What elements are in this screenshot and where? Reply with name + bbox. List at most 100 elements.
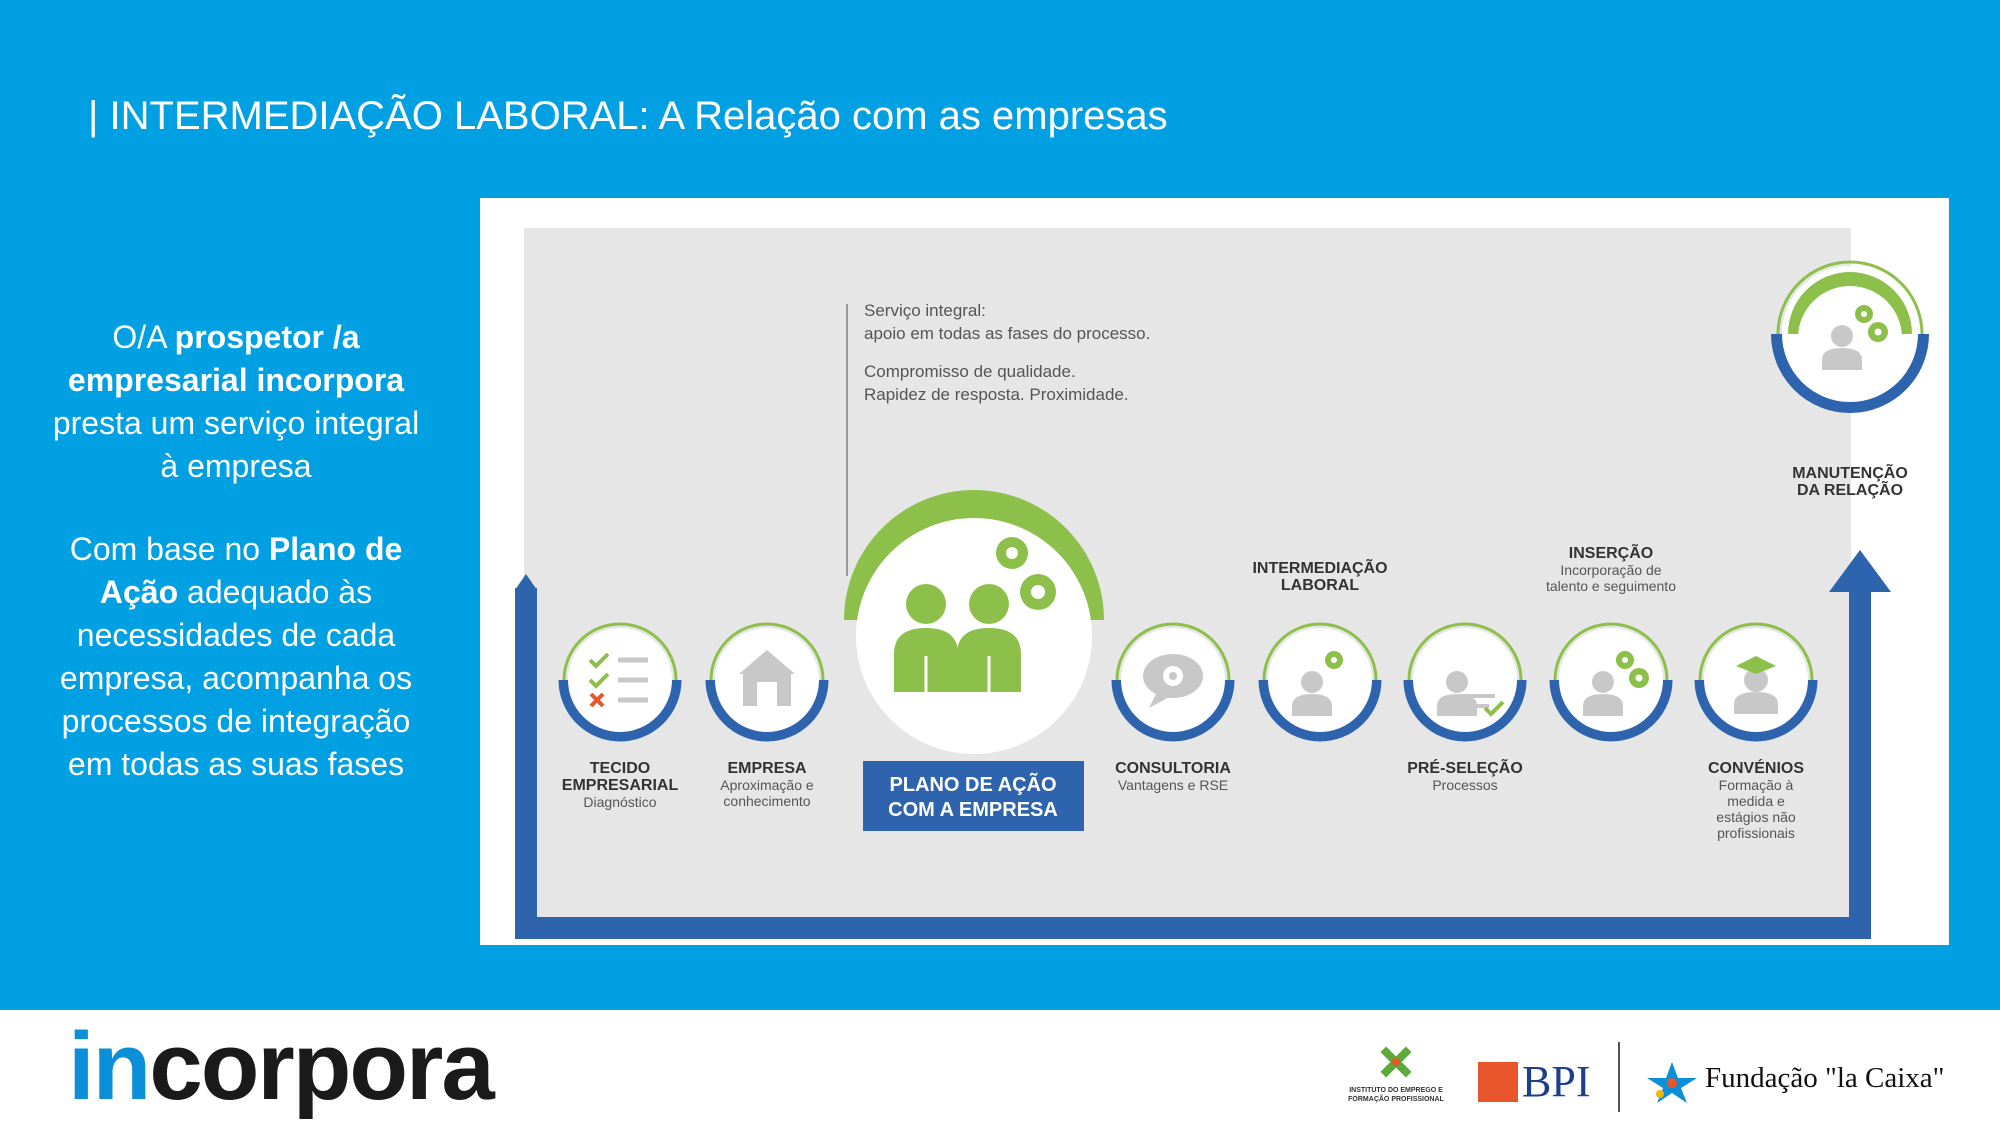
node-subtitle: Vantagens e RSE — [1118, 777, 1228, 793]
node-arc-top — [1553, 622, 1669, 681]
intro-paragraph-1: O/A prospetor /a empresarial incorpora p… — [46, 316, 426, 488]
p1-segment: O/A — [112, 319, 175, 355]
node-arc-bottom — [1111, 679, 1235, 742]
speech-tail — [1149, 692, 1171, 708]
person-body — [1822, 348, 1862, 370]
person-body — [1734, 692, 1778, 714]
node-arc-top — [1407, 622, 1523, 681]
plan-box-line-2: COM A EMPRESA — [888, 799, 1058, 821]
footer: incorpora INSTITUTO DO EMPREGO E FORMAÇÃ… — [0, 1010, 2000, 1125]
node-subtitle: medida e — [1727, 793, 1785, 809]
node-title: DA RELAÇÃO — [1797, 479, 1903, 499]
intro-paragraph-2: Com base no Plano de Ação adequado às ne… — [46, 528, 426, 786]
person-head — [1446, 671, 1468, 693]
document-line — [1459, 704, 1489, 708]
person-gear-icon — [1292, 651, 1343, 716]
node-arc-top — [1776, 260, 1924, 335]
graduate-icon — [1734, 656, 1778, 714]
node-arc-bottom — [705, 679, 829, 742]
node-arc-bottom — [1694, 679, 1818, 742]
cross-mark — [589, 692, 605, 708]
process-diagram-svg: Serviço integral: apoio em todas as fase… — [515, 228, 1929, 939]
node-subtitle: Processos — [1432, 777, 1497, 793]
iefp-logo-icon — [1380, 1046, 1412, 1078]
checklist-icon — [588, 652, 648, 708]
intro-line-2: apoio em todas as fases do processo. — [864, 324, 1150, 343]
bpi-text: BPI — [1522, 1057, 1591, 1106]
node-subtitle: profissionais — [1717, 825, 1795, 841]
incorpora-logo-in: in — [68, 1013, 151, 1120]
node-subtitle: Diagnóstico — [583, 794, 656, 810]
node-title: LABORAL — [1281, 577, 1359, 594]
people-icon — [894, 584, 1021, 692]
node-title: EMPRESA — [727, 760, 807, 777]
slide-background: | INTERMEDIAÇÃO LABORAL: A Relação com a… — [0, 0, 2000, 1010]
person-head — [1301, 671, 1323, 693]
node-title: INSERÇÃO — [1569, 542, 1653, 562]
diagram-panel — [524, 228, 1851, 918]
check-mark — [588, 652, 610, 669]
node-arc-top — [709, 622, 825, 681]
arrow-head-up — [1829, 550, 1891, 592]
node-title: CONVÉNIOS — [1708, 758, 1804, 777]
node-arc-bottom — [1771, 333, 1929, 413]
incorpora-logo: incorpora — [68, 1012, 495, 1122]
check-mark — [1483, 700, 1505, 717]
node-title: PRÉ-SELEÇÃO — [1407, 757, 1523, 777]
p2-segment: adequado às necessidades de cada empresa… — [59, 574, 413, 782]
gears-icon — [996, 537, 1056, 610]
node-title: CONSULTORIA — [1115, 760, 1231, 777]
building-roof — [739, 650, 795, 674]
node-arc-top — [1698, 622, 1814, 681]
process-flow-arrow — [515, 573, 1871, 939]
node-title: MANUTENÇÃO — [1792, 462, 1908, 482]
p1-segment: presta um serviço integral à empresa — [52, 405, 420, 484]
p1-segment: prospetor /a empresarial incorpora — [67, 319, 405, 398]
document-line — [1459, 694, 1495, 698]
intro-line-1: Serviço integral: — [864, 301, 986, 320]
node-title: EMPRESARIAL — [562, 777, 679, 794]
bpi-mark-icon — [1478, 1062, 1518, 1102]
person-head — [1831, 325, 1853, 347]
arrow-tail — [515, 574, 537, 590]
iefp-text: INSTITUTO DO EMPREGO E FORMAÇÃO PROFISSI… — [1348, 1087, 1444, 1103]
node-subtitle: Incorporação de — [1560, 562, 1661, 578]
slide-title: | INTERMEDIAÇÃO LABORAL: A Relação com a… — [88, 94, 1168, 138]
intro-text: O/A prospetor /a empresarial incorpora p… — [46, 316, 426, 826]
gear-hole — [1331, 657, 1337, 663]
gear-hole — [1874, 328, 1882, 336]
intro-line-3: Compromisso de qualidade. — [864, 362, 1076, 381]
lacaixa-star-icon — [1647, 1062, 1697, 1103]
node-subtitle: Aproximação e — [720, 777, 814, 793]
node-arc-top — [562, 622, 678, 681]
person-gears-icon — [1822, 305, 1888, 370]
plan-node — [844, 490, 1104, 754]
node-arc-top — [1262, 622, 1378, 681]
speech-gear-icon — [1143, 654, 1203, 708]
node-subtitle: talento e seguimento — [1546, 578, 1676, 594]
plan-box — [863, 761, 1084, 831]
graduation-cap — [1736, 656, 1776, 674]
person-gears-icon — [1583, 651, 1649, 716]
person-head — [1592, 671, 1614, 693]
check-mark — [588, 672, 610, 689]
node-arc-top — [1115, 622, 1231, 681]
node-subtitle: conhecimento — [723, 793, 810, 809]
node-title: TECIDO — [590, 760, 650, 777]
node-arc-bottom — [1549, 679, 1673, 742]
gear-hole — [1861, 311, 1867, 317]
person-body — [1583, 694, 1623, 716]
plan-box-line-1: PLANO DE AÇÃO — [889, 773, 1056, 796]
building-door — [757, 682, 777, 706]
person-body — [1437, 694, 1477, 716]
gear-hole — [1169, 672, 1177, 680]
lacaixa-text: Fundação "la Caixa" — [1705, 1062, 1945, 1094]
process-diagram: Serviço integral: apoio em todas as fase… — [480, 198, 1949, 945]
node-subtitle: Formação à — [1719, 777, 1794, 793]
